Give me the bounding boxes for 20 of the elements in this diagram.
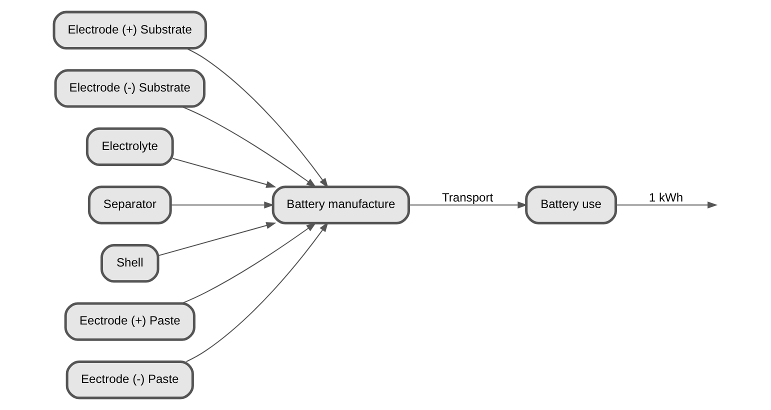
arrow (172, 158, 276, 188)
node-box: Separator (88, 186, 172, 224)
node-box: Battery manufacture (272, 186, 410, 224)
node-box: Eectrode (+) Paste (64, 302, 196, 341)
arrow (186, 48, 328, 188)
arrow (408, 201, 528, 209)
arrow (182, 222, 316, 304)
node-box: Battery use (525, 186, 618, 224)
arrow (158, 222, 276, 256)
edge-label: 1 kWh (648, 190, 684, 205)
arrow (186, 222, 328, 362)
arrow (616, 201, 718, 209)
node-box: Electrode (-) Substrate (54, 69, 206, 108)
node-box: Shell (100, 244, 160, 283)
arrow (170, 201, 274, 209)
node-box: Eectrode (-) Paste (66, 360, 194, 400)
node-box: Electrode (+) Substrate (52, 10, 208, 50)
arrow (182, 106, 316, 188)
edge-label: Transport (442, 190, 494, 205)
node-box: Electrolyte (86, 127, 174, 166)
